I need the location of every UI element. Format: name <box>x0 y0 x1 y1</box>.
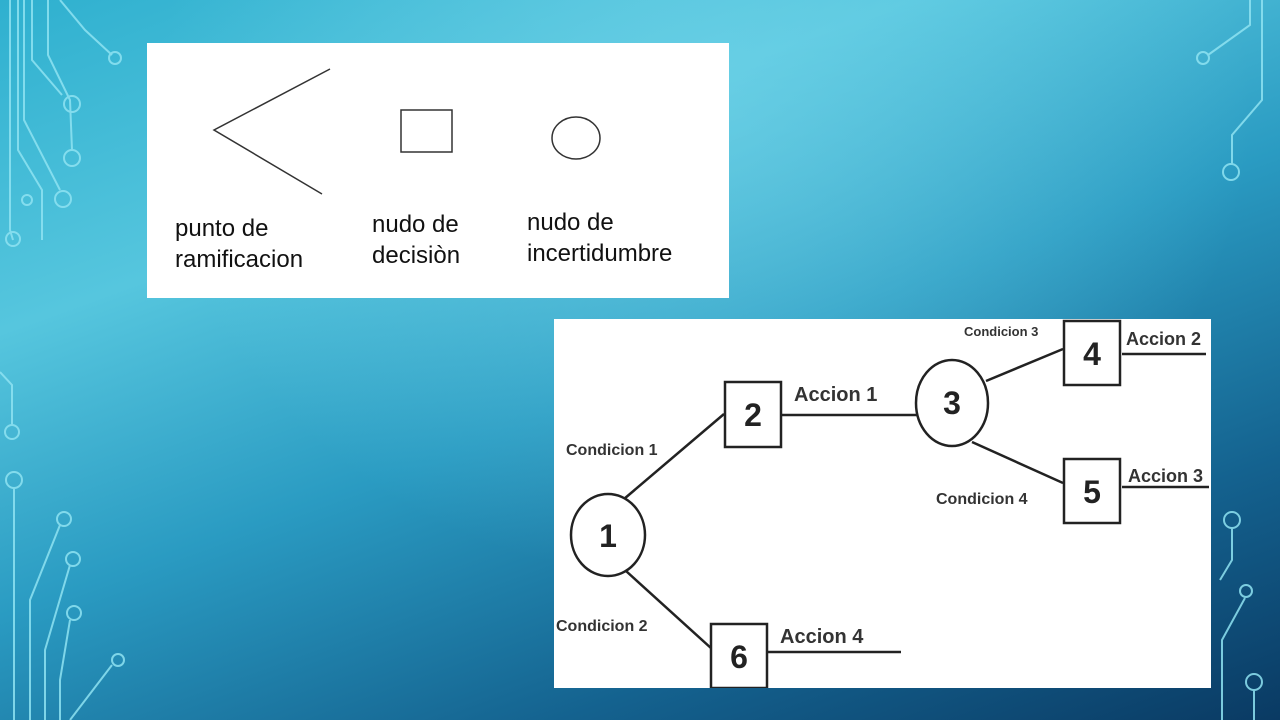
edge-3-5 <box>971 440 1064 485</box>
circuit-right-bottom <box>1219 511 1263 720</box>
decision-node-label: nudo de decisiòn <box>372 211 461 269</box>
node-3-shape <box>914 358 990 448</box>
legend-panel: punto de ramificacion nudo de decisiòn n… <box>147 43 729 298</box>
legend-symbols <box>212 68 601 195</box>
node-1-label: 1 <box>599 518 617 554</box>
circuit-left-bottom <box>0 371 125 720</box>
condicion4-label: Condicion 4 <box>936 491 1028 508</box>
branch-point-label: punto de ramificacion <box>175 215 304 273</box>
circuit-right-top <box>1196 0 1263 181</box>
node-5-label: 5 <box>1083 474 1101 510</box>
condicion3-label: Condicion 3 <box>964 324 1038 339</box>
edge-1-2 <box>623 413 725 500</box>
node-1-shape <box>569 492 647 578</box>
accion4-label: Accion 4 <box>780 626 864 648</box>
edge-3-4 <box>985 347 1064 383</box>
node-6-shape <box>709 622 769 688</box>
accion3-label: Accion 3 <box>1128 466 1203 486</box>
accion2-label: Accion 2 <box>1126 329 1201 349</box>
decision-node-symbol <box>400 109 453 153</box>
branch-point-symbol <box>212 68 331 195</box>
node-6-label: 6 <box>730 639 748 675</box>
node-2-label: 2 <box>744 397 762 433</box>
uncertainty-node-symbol <box>551 116 601 160</box>
decision-tree: 1 2 3 4 5 6 Condicion 1 Condicion 2 Cond… <box>556 319 1209 688</box>
uncertainty-node-label: nudo de incertidumbre <box>527 209 673 267</box>
node-4-shape <box>1062 319 1122 387</box>
circuit-left-top <box>5 0 122 247</box>
accion1-label: Accion 1 <box>794 384 877 406</box>
decision-tree-panel: 1 2 3 4 5 6 Condicion 1 Condicion 2 Cond… <box>554 319 1211 688</box>
node-3-label: 3 <box>943 385 961 421</box>
edge-1-6 <box>625 570 713 650</box>
node-2-shape <box>723 380 783 449</box>
node-4-label: 4 <box>1083 336 1101 372</box>
condicion1-label: Condicion 1 <box>566 442 658 459</box>
node-5-shape <box>1062 457 1122 525</box>
condicion2-label: Condicion 2 <box>556 618 648 635</box>
